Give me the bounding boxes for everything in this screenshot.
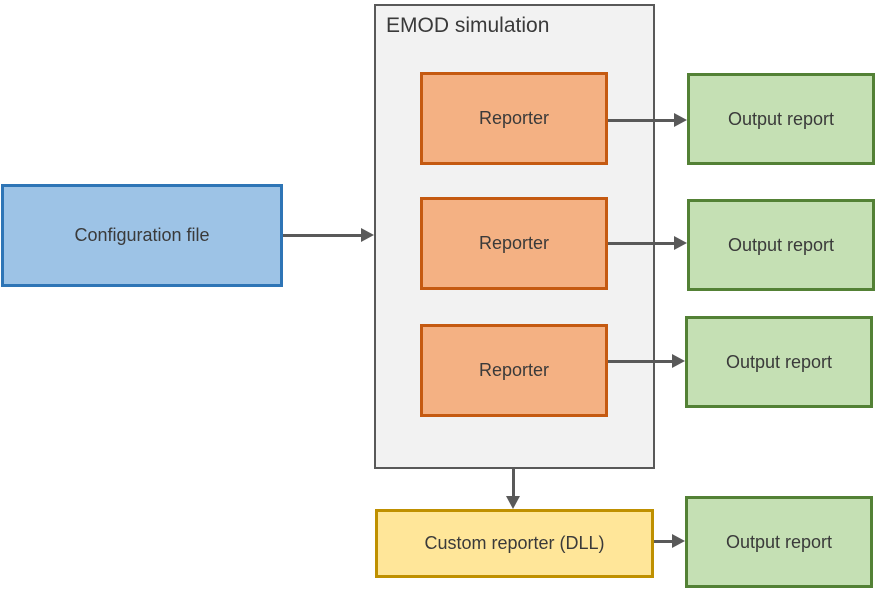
- arrow-simulation-to-custom-reporter: [506, 469, 520, 509]
- node-output-report-3: Output report: [685, 316, 873, 408]
- arrow-reporter2-to-output2: [608, 236, 687, 250]
- node-output-report-4: Output report: [685, 496, 873, 588]
- node-output-report-2: Output report: [687, 199, 875, 291]
- output-report-2-label: Output report: [727, 234, 835, 255]
- node-reporter-2: Reporter: [420, 197, 608, 290]
- node-reporter-3: Reporter: [420, 324, 608, 417]
- configuration-file-label: Configuration file: [74, 225, 210, 245]
- arrow-config-to-simulation: [283, 228, 374, 242]
- reporter-3-label: Reporter: [478, 360, 550, 380]
- reporter-1-label: Reporter: [478, 108, 550, 128]
- output-report-4-label: Output report: [725, 531, 833, 552]
- arrow-reporter1-to-output1: [608, 113, 687, 127]
- arrow-reporter3-to-output3: [608, 354, 685, 368]
- node-configuration-file: Configuration file: [1, 184, 283, 287]
- node-output-report-1: Output report: [687, 73, 875, 165]
- emod-simulation-title: EMOD simulation: [386, 14, 550, 37]
- node-reporter-1: Reporter: [420, 72, 608, 165]
- custom-reporter-label: Custom reporter (DLL): [424, 533, 605, 553]
- output-report-3-label: Output report: [725, 351, 833, 372]
- output-report-1-label: Output report: [727, 108, 835, 129]
- arrow-custom-reporter-to-output4: [654, 534, 685, 548]
- node-custom-reporter: Custom reporter (DLL): [375, 509, 654, 578]
- reporter-2-label: Reporter: [478, 233, 550, 253]
